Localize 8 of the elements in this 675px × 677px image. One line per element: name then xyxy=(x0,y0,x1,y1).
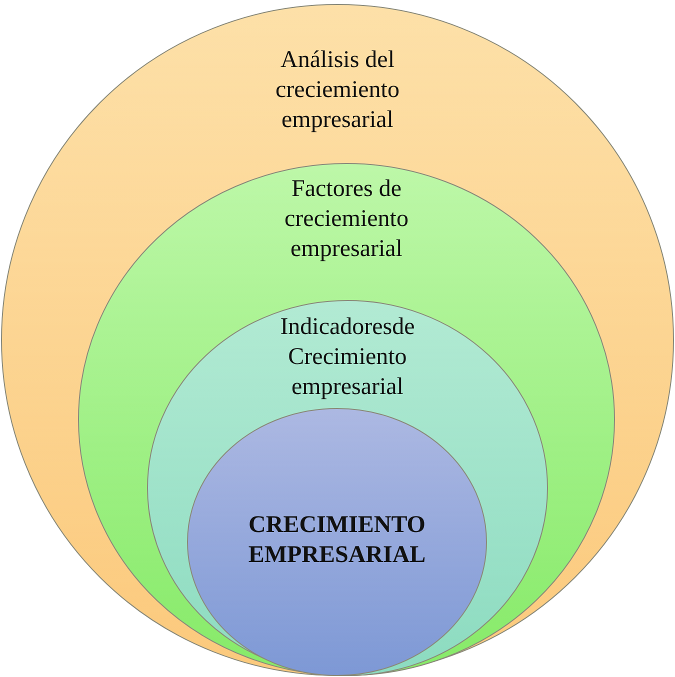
nested-circle xyxy=(187,408,487,676)
circle-label: Análisis del creciemiento empresarial xyxy=(274,46,400,135)
circle-label: Factores de creciemiento empresarial xyxy=(284,175,410,264)
nested-circle xyxy=(1,4,674,676)
circle-label: Indicadoresde Crecimiento empresarial xyxy=(279,313,416,402)
nested-circle xyxy=(78,163,615,676)
nested-circle xyxy=(147,300,548,676)
center-title: CRECIMIENTO EMPRESARIAL xyxy=(247,511,427,570)
